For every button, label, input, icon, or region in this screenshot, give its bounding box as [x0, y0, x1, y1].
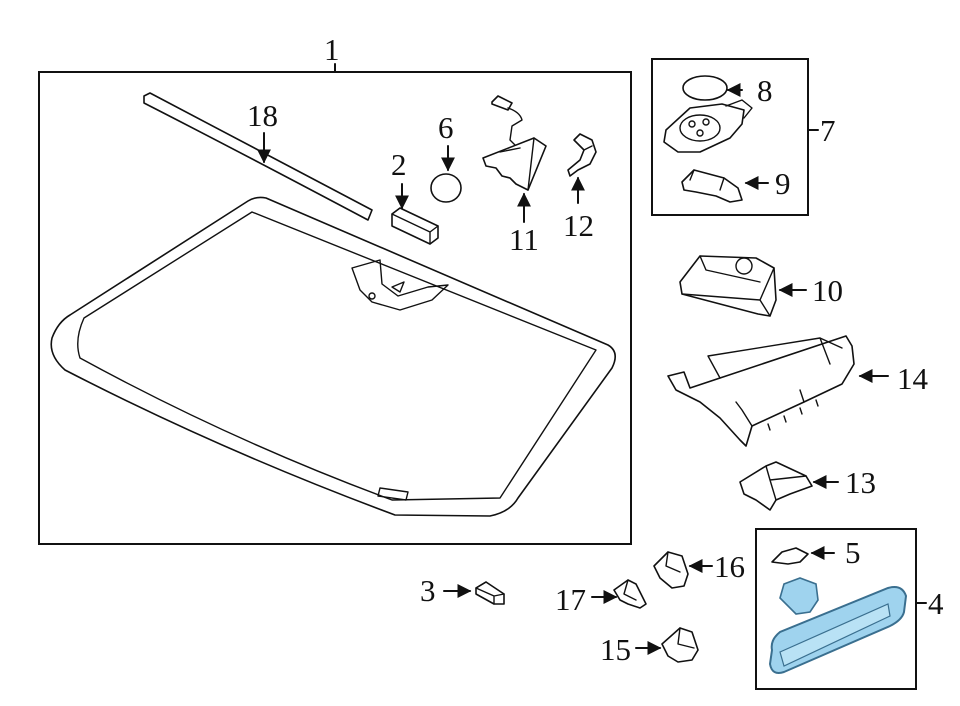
callout-2: 2 — [391, 147, 407, 182]
callout-3: 3 — [420, 573, 436, 608]
callout-14: 14 — [897, 361, 929, 396]
callout-17: 17 — [555, 582, 586, 617]
callout-10: 10 — [812, 273, 843, 308]
callout-7: 7 — [820, 113, 836, 148]
rearview-mirror[interactable] — [768, 577, 908, 674]
rain-light-sensor[interactable] — [663, 99, 753, 153]
spacer-pad[interactable] — [475, 581, 505, 605]
overhead-lamp[interactable] — [679, 255, 777, 317]
mirror-clip[interactable] — [771, 547, 809, 565]
sensor-group: 7 8 9 — [651, 58, 836, 216]
callout-8: 8 — [757, 73, 773, 108]
callout-15: 15 — [600, 632, 631, 667]
bracket-clip-17[interactable] — [613, 579, 647, 609]
bracket-clip-16[interactable] — [653, 551, 689, 589]
callout-1: 1 — [324, 32, 340, 67]
sensor-bracket[interactable] — [681, 169, 743, 203]
callout-12: 12 — [563, 208, 594, 243]
retaining-clip[interactable] — [567, 133, 597, 177]
mounting-bracket[interactable] — [739, 461, 813, 511]
callout-13: 13 — [845, 465, 876, 500]
callout-18: 18 — [247, 98, 278, 133]
callout-9: 9 — [775, 166, 791, 201]
mirror-group-frame — [755, 528, 917, 690]
gel-pad[interactable] — [430, 173, 462, 203]
callout-4: 4 — [928, 586, 944, 621]
callout-5: 5 — [845, 535, 861, 570]
seal-ring[interactable] — [682, 75, 728, 101]
windshield-glass[interactable] — [50, 196, 616, 517]
rain-sensor-bracket[interactable] — [482, 95, 547, 191]
sensor-pad[interactable] — [391, 207, 439, 245]
overhead-console-trim[interactable] — [667, 335, 855, 447]
callout-16: 16 — [714, 549, 745, 584]
callout-6: 6 — [438, 110, 454, 145]
mirror-group: 4 5 — [755, 528, 944, 690]
sensor-group-frame — [651, 58, 809, 216]
callout-11: 11 — [509, 222, 539, 257]
bracket-clip-15[interactable] — [661, 627, 699, 663]
windshield-group: 1 18 2 6 — [38, 32, 632, 545]
